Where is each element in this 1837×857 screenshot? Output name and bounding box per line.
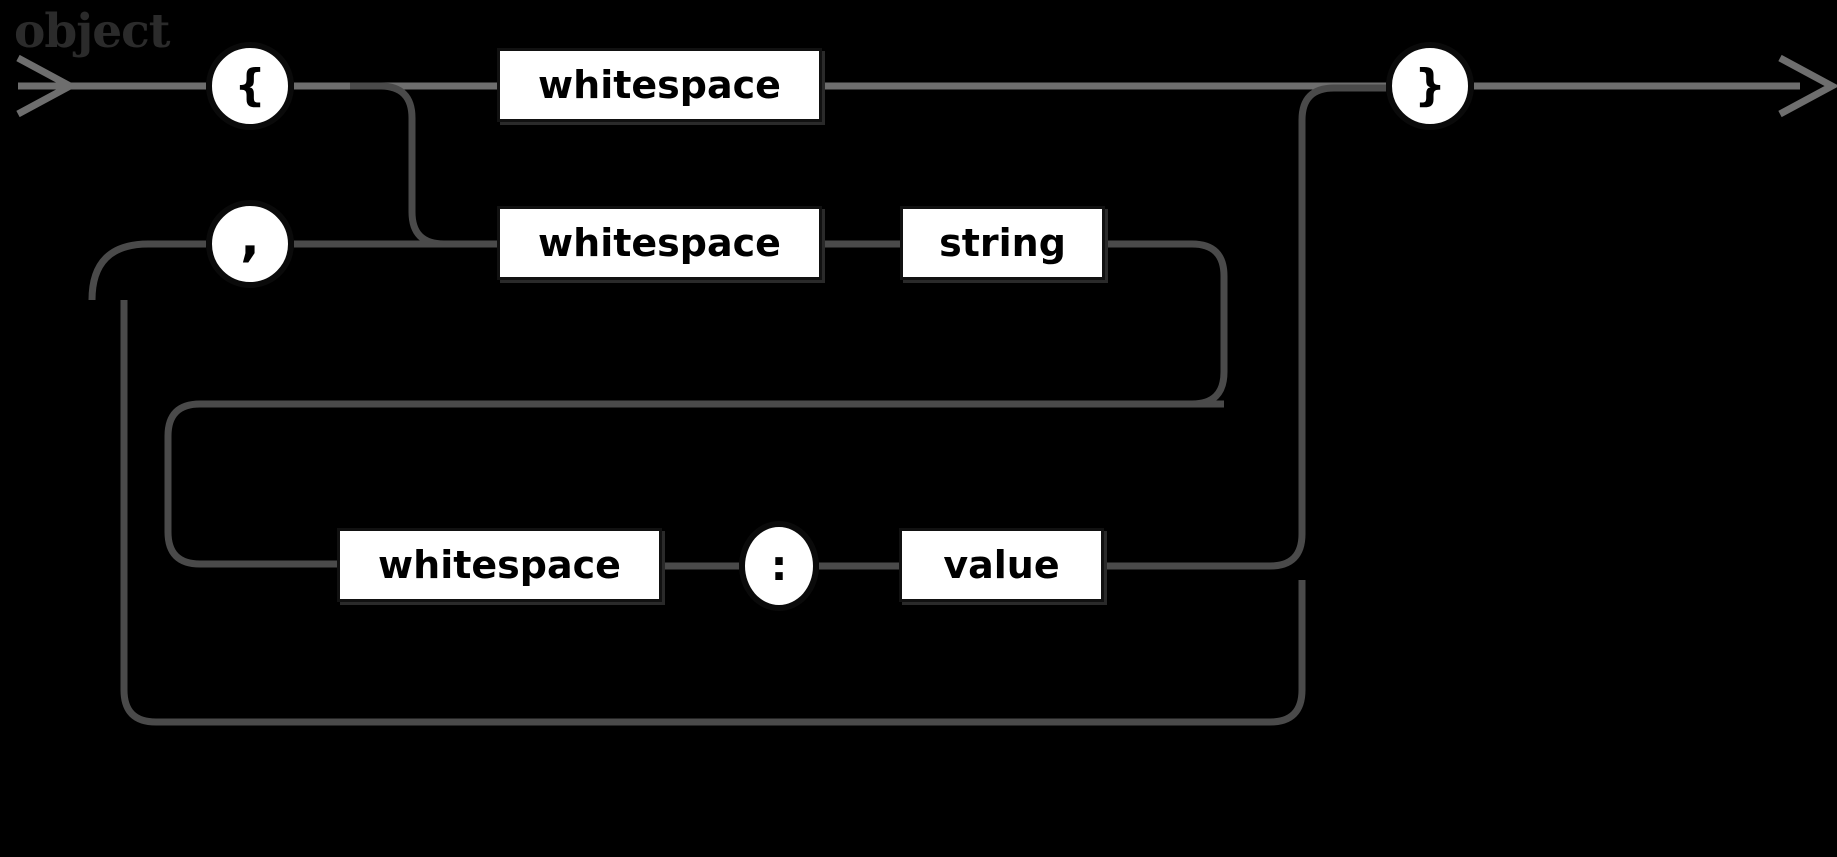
terminal-open-brace[interactable]: {	[206, 42, 294, 130]
colon-glyph: :	[770, 541, 788, 590]
whitespace-member-label: whitespace	[538, 221, 781, 265]
string-label: string	[939, 221, 1066, 265]
nonterminal-whitespace-bottom[interactable]: whitespace	[337, 528, 662, 602]
terminal-comma[interactable]: ,	[206, 200, 294, 288]
comma-glyph: ,	[240, 208, 260, 268]
exit-arrow	[1778, 54, 1837, 118]
rail-string-wrap-right-down	[1105, 240, 1228, 408]
rail-wrap-carry-left	[164, 400, 1216, 568]
rail-loopreturn-to-comma	[88, 240, 206, 301]
open-brace-glyph: {	[234, 60, 266, 111]
nonterminal-value[interactable]: value	[899, 528, 1104, 602]
value-label: value	[943, 543, 1060, 587]
rail-branch-down-to-member	[350, 82, 497, 248]
terminal-colon[interactable]: :	[739, 521, 819, 611]
nonterminal-string[interactable]: string	[900, 206, 1105, 280]
nonterminal-whitespace-member[interactable]: whitespace	[497, 206, 822, 280]
rail-value-to-riser	[1104, 84, 1386, 570]
close-brace-glyph: }	[1414, 60, 1446, 111]
nonterminal-whitespace-top[interactable]: whitespace	[497, 48, 822, 122]
page-title: object	[14, 4, 170, 59]
rail-value-loopback-bottom	[120, 300, 1306, 726]
whitespace-bottom-label: whitespace	[378, 543, 621, 587]
whitespace-top-label: whitespace	[538, 63, 781, 107]
terminal-close-brace[interactable]: }	[1386, 42, 1474, 130]
